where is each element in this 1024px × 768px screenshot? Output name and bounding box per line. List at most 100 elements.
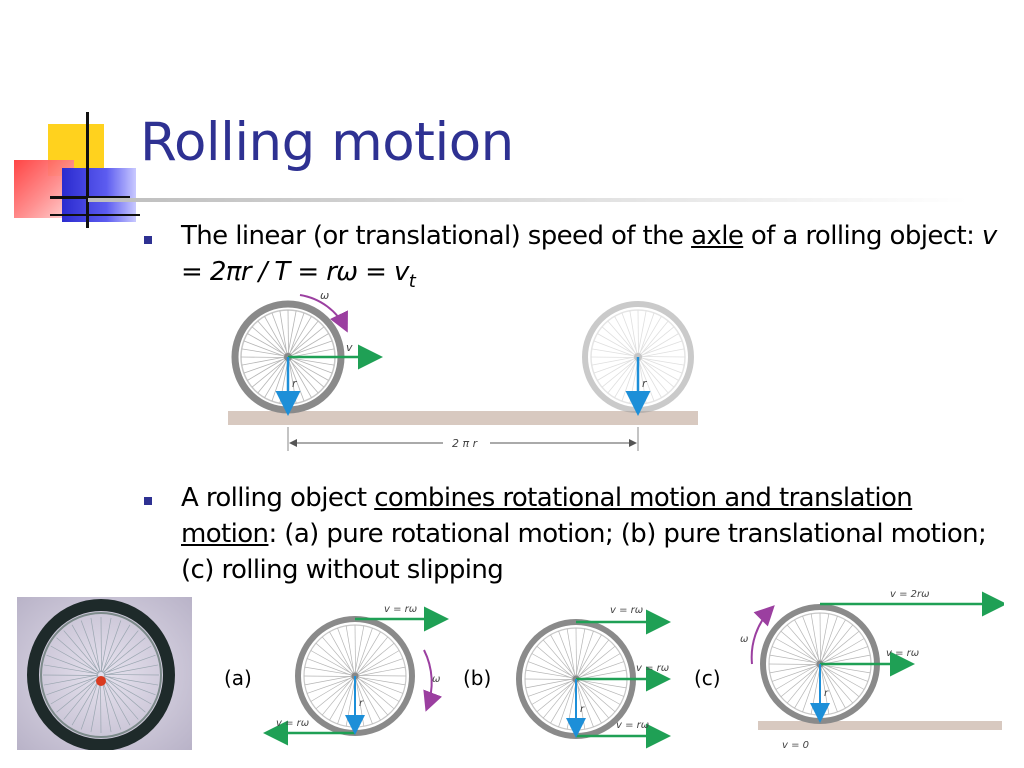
center-velocity-label-b: v = rω (636, 663, 669, 674)
wheel-spoke (287, 309, 289, 355)
wheel-spoke (243, 358, 286, 374)
wheel-spoke (247, 333, 286, 356)
wheel-spoke (50, 645, 99, 674)
wheel-spoke (810, 613, 820, 662)
wheel-spoke (578, 639, 610, 678)
wheel-spoke (531, 653, 574, 678)
wheel-spoke (357, 677, 395, 710)
wheel-spoke (357, 676, 404, 694)
wheel-spoke (821, 666, 846, 709)
omega-arrow (299, 294, 348, 333)
wheel-spoke (271, 312, 288, 355)
wheel-spoke (103, 654, 156, 674)
wheel-spoke (591, 348, 636, 357)
wheel-spoke (310, 650, 353, 675)
wheel-spoke (629, 310, 638, 355)
wheel-spoke (102, 637, 146, 673)
wheel-spoke (578, 669, 627, 680)
wheel-spoke (593, 358, 636, 374)
wheel-spoke (357, 650, 400, 676)
wheel-spoke (577, 681, 602, 724)
wheel-spoke (578, 679, 627, 689)
figure-pure-translation: v = rω v = rω v = rω r (516, 605, 671, 749)
wheel-spoke (355, 678, 373, 725)
wheel-spoke (820, 619, 846, 662)
wheel-spoke (337, 627, 355, 674)
label-b: (b) (463, 666, 492, 690)
wheel-spoke (243, 340, 286, 357)
wheel-spoke (524, 678, 574, 680)
slide-title: Rolling motion (140, 112, 514, 173)
wheel-spoke (640, 333, 679, 357)
wheel-spoke (290, 348, 335, 358)
wheel-spoke (542, 680, 574, 719)
wheel-spoke (43, 674, 99, 686)
bottom-velocity-label: v = rω (276, 718, 309, 729)
wheel-spoke (525, 669, 574, 679)
wheel-spoke (575, 627, 577, 677)
wheel-spoke (63, 676, 99, 720)
wheel-spoke (356, 678, 381, 721)
wheel-spoke (103, 674, 160, 676)
wheel-spoke (241, 356, 286, 366)
wheel-spoke (550, 634, 575, 677)
wheel-spoke (241, 348, 286, 357)
wheel-spoke (794, 619, 819, 662)
top-velocity-label-c: v = 2rω (890, 589, 930, 600)
axle-link[interactable]: axle (691, 221, 744, 251)
wheel-spoke (597, 333, 636, 356)
ground-c (758, 721, 1002, 730)
wheel-spoke (576, 634, 602, 677)
wheel-spoke (289, 320, 319, 356)
rolling-wheel-figure: ω v r r 2 π r (228, 289, 698, 451)
center-velocity-label-c: v = rω (886, 648, 919, 659)
bullet-2-text: A rolling object combines rotational mot… (181, 480, 1011, 588)
wheel-spoke (101, 677, 112, 733)
wheel-spoke (771, 646, 818, 664)
bullet-2-pre: A rolling object (181, 483, 375, 513)
wheel-spoke (304, 666, 353, 676)
wheel-spoke (638, 359, 655, 402)
omega-label-a: ω (432, 674, 440, 685)
equation-subscript: t (408, 271, 416, 292)
distance-label: 2 π r (452, 437, 479, 450)
wheel-spoke (102, 677, 131, 726)
wheel-spoke (257, 320, 287, 355)
wheel-spoke (321, 677, 353, 716)
wheel-spoke (822, 638, 865, 664)
wheel-spoke (802, 666, 819, 713)
wheel-spoke (794, 666, 820, 709)
figure-rolling-without-slipping: v = 2rω v = rω r ω v = 0 (740, 589, 1004, 751)
wheel-spoke (103, 676, 152, 705)
decor-horizontal-line (50, 196, 130, 199)
wheel-spoke (638, 316, 662, 355)
wheel-spoke (337, 678, 354, 725)
bullet-marker (144, 236, 152, 244)
wheel-spoke (290, 357, 333, 374)
wheel-spoke (780, 630, 818, 663)
wheel-spoke (621, 359, 637, 402)
wheel-photo (17, 597, 192, 750)
wheel-spoke (289, 326, 325, 356)
wheel-spoke (100, 616, 102, 673)
wheel-spoke (639, 359, 669, 394)
figure-pure-rotation: v = rω v = rω r ω (263, 604, 449, 746)
wheel-spoke (639, 359, 662, 398)
wheel-spoke (819, 613, 830, 662)
label-c: (c) (694, 666, 721, 690)
velocity-label: v (346, 341, 353, 354)
wheel-spoke (355, 631, 381, 674)
wheel-spoke (769, 663, 818, 674)
combines-motion-link[interactable]: combines rotational motion and translati… (181, 483, 913, 549)
wheel-spoke (822, 664, 869, 682)
bullet-marker (144, 497, 152, 505)
wheel-spoke (42, 674, 99, 676)
wheel-spoke (288, 316, 312, 355)
wheel-spoke (640, 357, 685, 366)
wheel-spoke (775, 664, 818, 690)
wheel-spoke (771, 665, 818, 682)
wheel-spoke (607, 320, 637, 355)
wheel-spoke (357, 658, 404, 675)
wheel-spoke (63, 630, 100, 673)
wheel-spoke (637, 309, 639, 355)
